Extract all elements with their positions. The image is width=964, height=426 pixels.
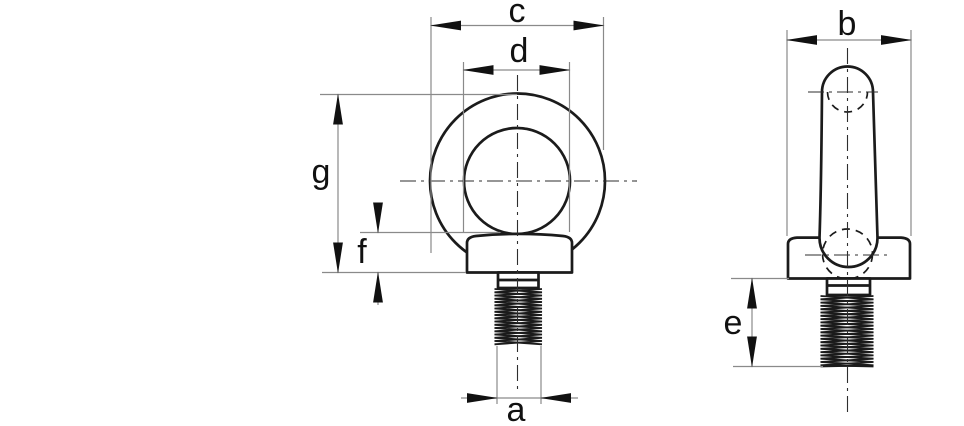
front-thread-hatch-b (494, 288, 543, 346)
dimension-c: c (429, 0, 605, 253)
dimension-label-e: e (724, 304, 743, 342)
dimension-d: d (462, 32, 571, 232)
dimension-g: g (312, 93, 517, 274)
dimension-a: a (461, 346, 578, 426)
dimension-label-d: d (510, 32, 529, 70)
dimension-label-f: f (357, 233, 367, 271)
side-thread-hatch-b (820, 295, 874, 368)
dimension-f: f (357, 202, 500, 305)
side-thread-hatch-a (820, 295, 874, 368)
collar-front (465, 232, 574, 274)
dimension-label-a: a (507, 391, 526, 426)
dimension-label-c: c (509, 0, 526, 30)
dimension-e: e (724, 277, 823, 368)
dimension-b: b (785, 5, 913, 236)
side-view (786, 48, 912, 415)
dimension-label-b: b (838, 5, 857, 43)
eye-ring-side-profile (818, 65, 879, 269)
dimension-label-g: g (312, 153, 331, 191)
